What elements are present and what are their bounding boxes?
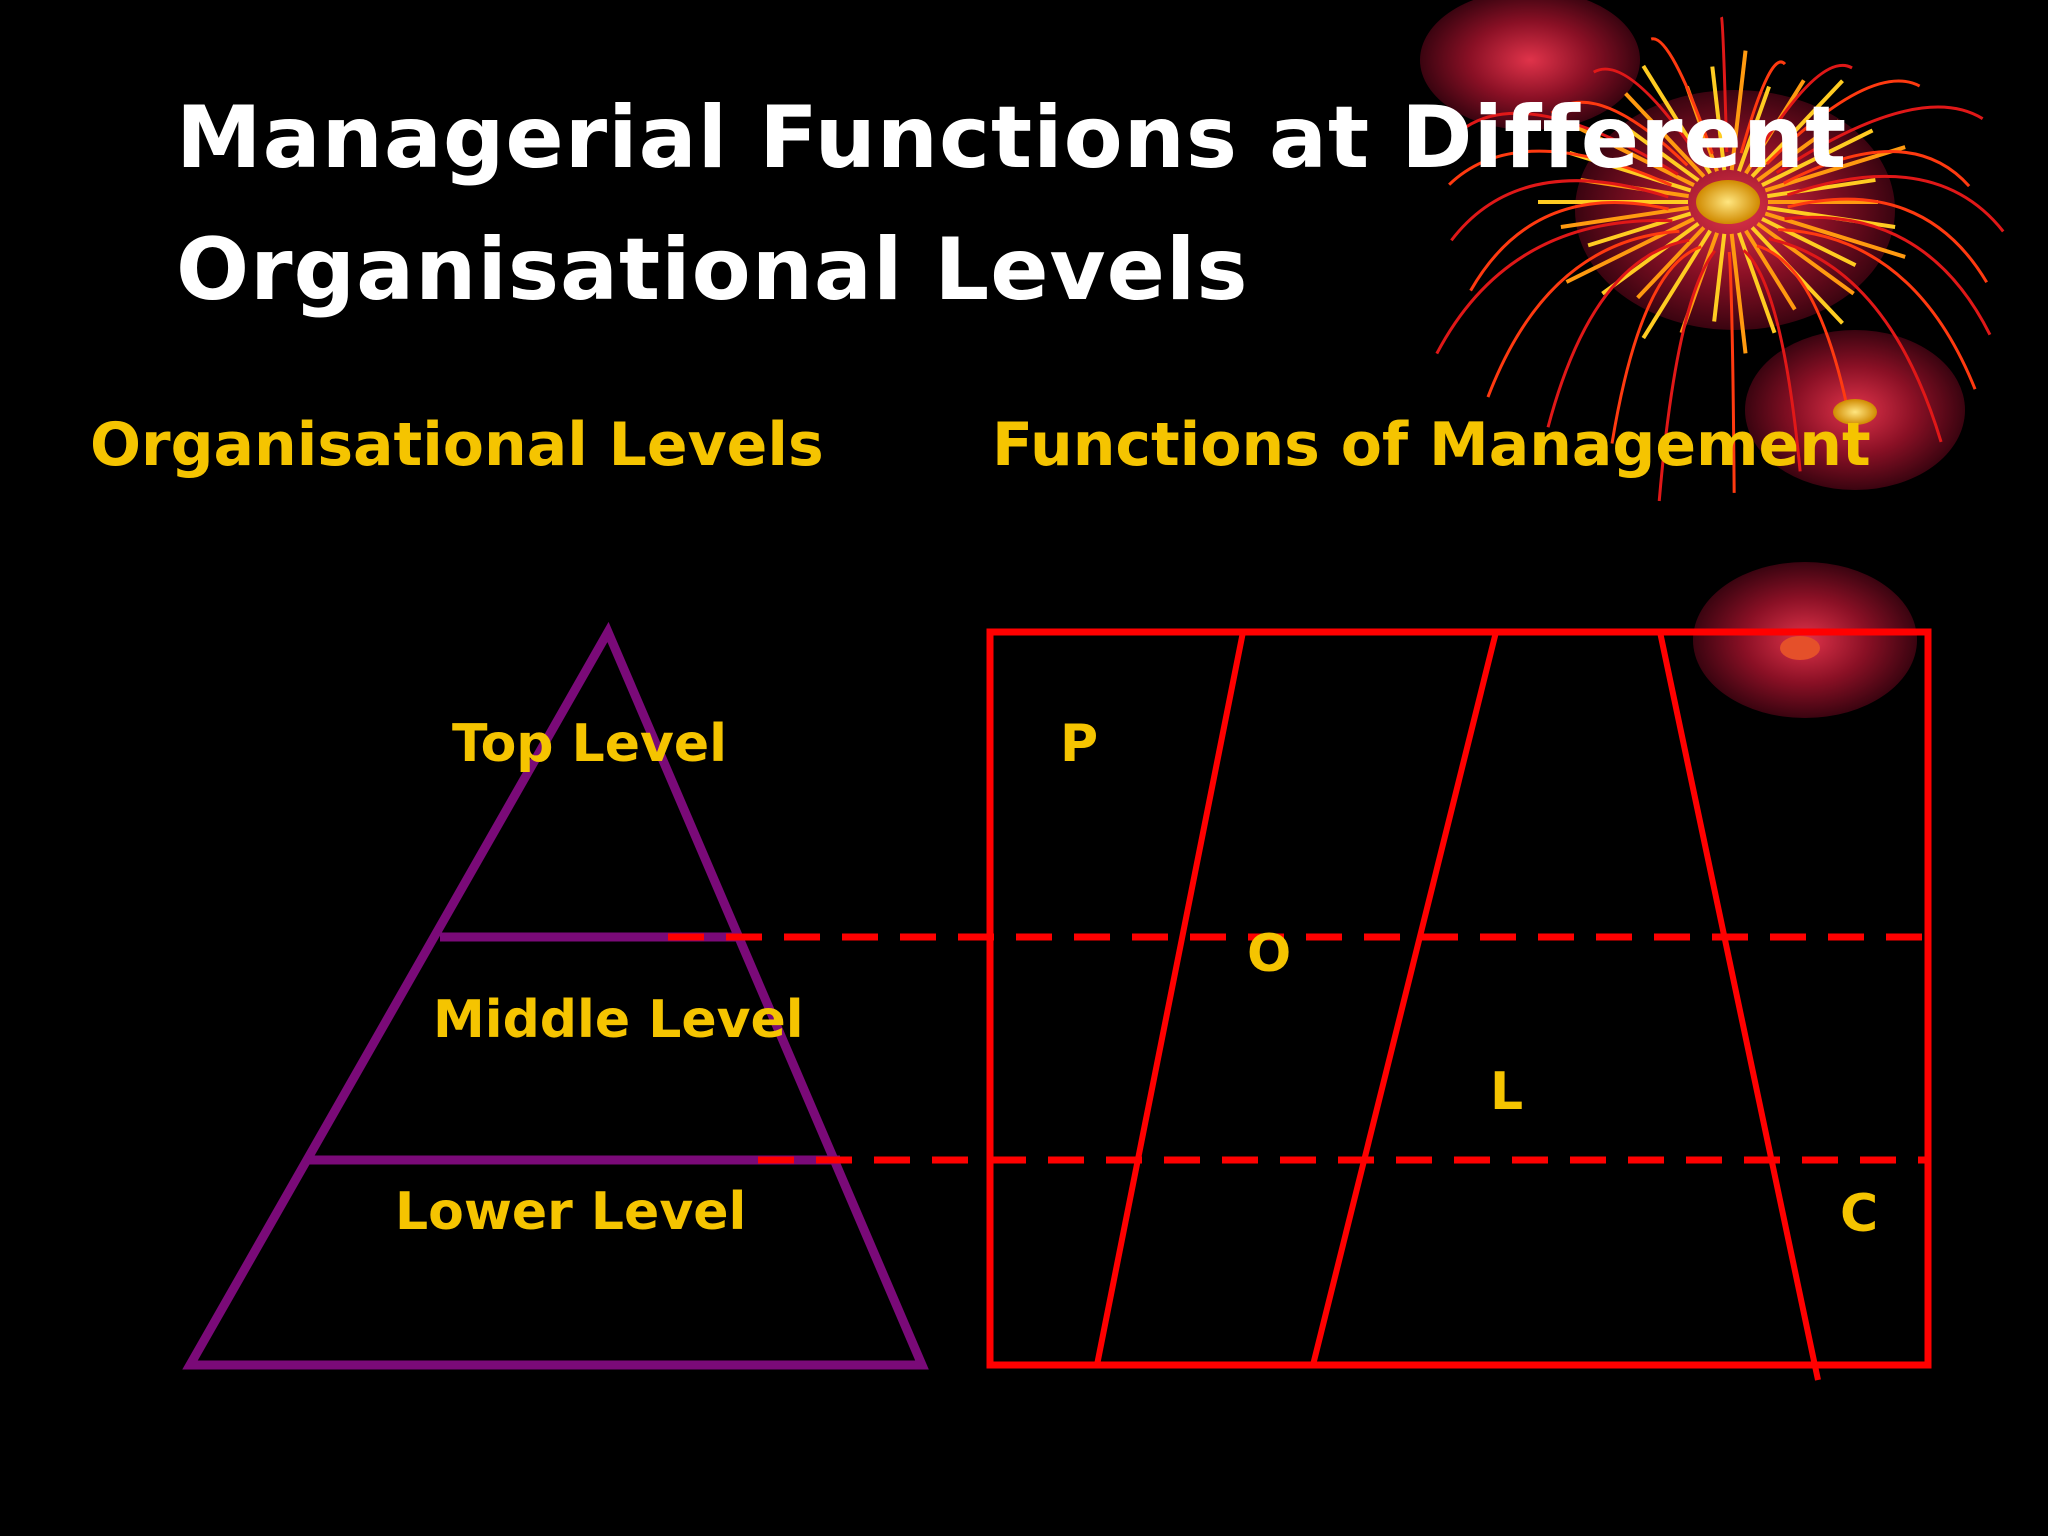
label-top-level: Top Level — [452, 714, 728, 774]
firework-ray — [1560, 205, 1689, 229]
firework-streamer — [1778, 228, 1977, 390]
function-planning-letter: P — [1060, 714, 1099, 774]
firework-streamer — [1782, 150, 1971, 188]
function-controlling-letter: C — [1840, 1184, 1879, 1244]
heading-organisational-levels: Organisational Levels — [90, 410, 824, 480]
firework-streamer — [1610, 245, 1702, 444]
orb-core-lower — [1780, 636, 1820, 660]
firework-ray — [1756, 221, 1855, 296]
firework-ray — [1712, 233, 1727, 322]
divider-o-l — [1310, 631, 1499, 1366]
firework-streamer — [1784, 215, 1992, 336]
firework-streamer — [1450, 179, 1669, 242]
firework-ray — [1750, 79, 1844, 178]
title-line-2: Organisational Levels — [176, 220, 1249, 320]
label-middle-level: Middle Level — [433, 990, 804, 1050]
firework-streamer — [1753, 63, 1853, 159]
firework-streamer — [1469, 201, 1669, 292]
heading-functions-of-management: Functions of Management — [992, 410, 1871, 480]
divider-p-o — [1094, 631, 1246, 1366]
firework-streamer — [1592, 67, 1701, 160]
label-lower-level: Lower Level — [395, 1182, 747, 1242]
firework-ray — [1767, 177, 1876, 199]
firework-streamer — [1657, 249, 1717, 502]
firework-ray — [1761, 128, 1874, 187]
firework-streamer — [1787, 197, 1988, 284]
pyramid-outline — [182, 621, 929, 1370]
firework-streamer — [1768, 237, 1943, 443]
firework-streamer — [1465, 111, 1679, 176]
orb-1 — [1420, 0, 1640, 130]
firework-streamer — [1650, 37, 1714, 155]
firework-ray — [1729, 50, 1748, 171]
firework-streamer — [1486, 229, 1680, 398]
title-line-1: Managerial Functions at Different — [176, 88, 1848, 188]
firework-streamer — [1775, 105, 1984, 175]
firework-ray — [1710, 66, 1727, 171]
firework-streamer — [1550, 100, 1689, 167]
firework-streamer — [1756, 244, 1856, 440]
divider-l-c — [1657, 631, 1821, 1381]
slide-title: Managerial Functions at Different Organi… — [176, 72, 1847, 336]
functions-box — [986, 628, 1932, 1369]
firework-streamer — [1448, 149, 1673, 187]
firework-ray — [1565, 217, 1695, 284]
firework-ray — [1587, 211, 1692, 248]
firework-ray — [1764, 145, 1906, 193]
firework-streamer — [1719, 16, 1729, 153]
firework-ray — [1729, 233, 1748, 354]
firework-streamer — [1546, 238, 1690, 428]
firework-ray — [1636, 226, 1706, 300]
firework-core — [1696, 180, 1760, 224]
function-organising-letter: O — [1247, 924, 1292, 984]
orb-core — [1833, 399, 1877, 425]
firework-streamer — [1786, 174, 2005, 233]
firework-streamer — [1739, 60, 1787, 154]
firework-ray — [1737, 85, 1771, 172]
firework-ray — [1615, 119, 1700, 183]
firework-rays — [1435, 16, 2005, 502]
firework-streamer — [1727, 251, 1736, 493]
firework-streamer — [1765, 79, 1921, 165]
function-leading-letter: L — [1490, 1062, 1524, 1122]
firework-ray — [1764, 211, 1906, 259]
firework-ray — [1756, 119, 1841, 183]
firework-ray — [1641, 64, 1712, 175]
firework-ray — [1761, 217, 1857, 267]
firework-ray — [1624, 92, 1706, 178]
firework-streamer — [1742, 249, 1802, 472]
firework-streamer — [1435, 218, 1673, 355]
firework-ray — [1565, 120, 1695, 187]
firework-ray — [1744, 229, 1797, 311]
